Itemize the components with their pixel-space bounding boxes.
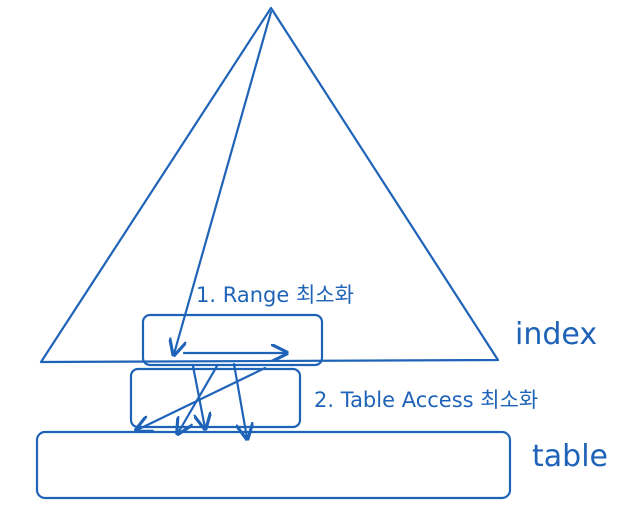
index-label: index [515, 317, 597, 352]
table-access-box [129, 367, 302, 429]
index-range-box [141, 313, 324, 367]
table-access-arrow-4 [232, 362, 247, 438]
table-box [35, 430, 512, 500]
index-tree-triangle [39, 6, 500, 364]
table-access-arrow-3 [191, 364, 205, 428]
table-label: table [532, 439, 608, 474]
range-minimize-label: 1. Range 최소화 [196, 283, 354, 307]
root-to-leaf-arrow [174, 10, 273, 354]
table-access-minimize-label: 2. Table Access 최소화 [314, 388, 538, 412]
table-access-arrow-2 [178, 364, 219, 433]
table-access-arrow-1 [137, 366, 267, 430]
